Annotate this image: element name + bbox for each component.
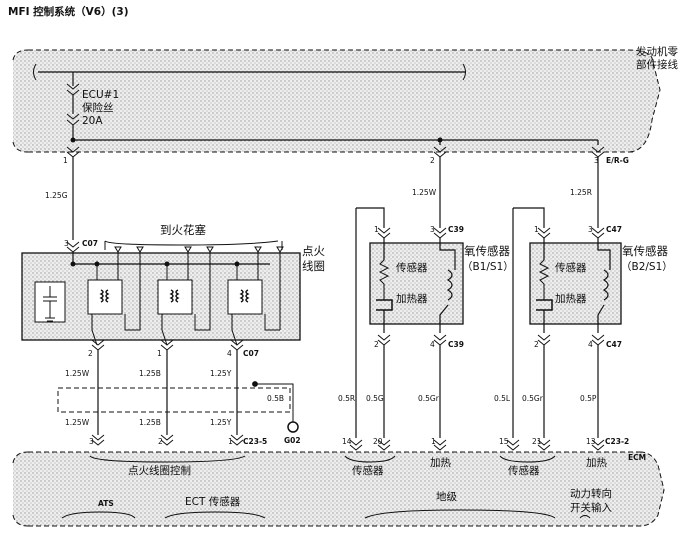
ecm-right-pin-13: 13 [586,437,596,446]
fuse-label-line3: 20A [82,115,103,127]
o2-b1-heater-label: 加热器 [396,293,428,305]
ecm-left-pin-2: 2 [158,437,163,446]
top-bus-lines [70,137,599,145]
o2-b2-sensor-label: 传感器 [555,262,587,274]
o2-b1-pin-top-3: 3 [430,225,435,234]
wire-label-1-25r: 1.25R [570,188,592,197]
ecm-heat2-label: 加热 [586,457,607,469]
wire-ecm-0-5gr-1: 0.5Gr [418,394,439,403]
ecm-power-steering-line1: 动力转向 [570,488,612,500]
o2-b2-conn-top: C47 [606,225,622,234]
wire-label-1-25w-top: 1.25W [412,188,437,197]
page-title: MFI 控制系统（V6）(3) [8,6,129,18]
ecm-sensor1-label: 传感器 [352,465,384,477]
ecm-left-conn: C23-5 [243,437,268,446]
wire-mid-1-25w: 1.25W [65,369,90,378]
o2-b2-title-line1: 氧传感器 [622,244,668,258]
pin-top-3: 3 [594,156,599,165]
ecm-left-pin-3: 3 [89,437,94,446]
pin-top-1: 1 [63,156,68,165]
ignition-coil-box [21,240,301,346]
o2-b2-title-line2: （B2/S1） [621,261,673,273]
ignition-output-wires [57,339,299,446]
wire-ecm-0-5p: 0.5P [580,394,597,403]
o2-b1-pin-bottom-4: 4 [430,340,435,349]
pin-top-3-extra: E/R-G [606,156,629,165]
ignition-pin-bottom-4: 4 [227,349,232,358]
wire-low-1-25b: 1.25B [139,418,161,427]
engine-box-label-line2: 部件接线 [636,59,678,71]
o2-b1-title-line2: （B1/S1） [462,261,514,273]
wire-mid-1-25b: 1.25B [139,369,161,378]
ignition-conn-top: C07 [82,239,98,248]
pin-top-2: 2 [430,156,435,165]
ignition-pin-bottom-2: 2 [88,349,93,358]
ecm-right-pin-21: 21 [532,437,542,446]
o2-sensor-b2-box [529,227,622,346]
o2-b2-lower-wires [543,345,599,438]
o2-b1-sensor-label: 传感器 [396,262,428,274]
wire-ground-0-5b: 0.5B [267,394,285,403]
ecm-ats-label: ATS [98,499,114,508]
supply-wires [72,157,599,240]
to-spark-plug-label: 到火花塞 [160,223,206,237]
o2-b2-pin-bottom-2: 2 [534,340,539,349]
ecm-right-conn: C23-2 [605,437,630,446]
wire-low-1-25y: 1.25Y [210,418,232,427]
o2-b1-lower-wires [383,345,441,438]
o2-b1-conn-bottom: C39 [448,340,464,349]
fuse-label-line1: ECU#1 [82,89,120,101]
ecm-ect-label: ECT 传感器 [185,496,241,508]
wire-ecm-0-5g: 0.5G [366,394,384,403]
ecm-sensor2-label: 传感器 [508,465,540,477]
ignition-pin-bottom-1: 1 [157,349,162,358]
wire-mid-1-25y: 1.25Y [210,369,232,378]
ground-g02-label: G02 [284,436,301,445]
ignition-coil-label-line1: 点火 [302,244,325,258]
ecm-label: ECM [628,453,647,462]
fuse-label-line2: 保险丝 [82,102,114,114]
wire-ecm-0-5r: 0.5R [338,394,356,403]
engine-component-box [12,49,661,153]
ignition-conn-top-pin: 3 [64,239,69,248]
o2-b1-conn-top: C39 [448,225,464,234]
o2-b1-title-line1: 氧传感器 [464,244,510,258]
ecm-right-pin-20: 20 [373,437,383,446]
o2-b2-signal-loop [513,207,545,228]
ecm-ignition-control-label: 点火线圈控制 [128,465,191,477]
o2-b1-pin-top-1: 1 [374,225,379,234]
o2-b2-pin-top-1: 1 [534,225,539,234]
ecm-right-pin-1: 1 [431,437,436,446]
ecm-box [12,439,665,527]
wire-label-1-25g: 1.25G [45,191,68,200]
o2-b2-heater-label: 加热器 [555,293,587,305]
ecm-right-pin-15: 15 [499,437,509,446]
engine-box-label-line1: 发动机零 [636,46,678,58]
o2-b1-signal-loop [356,207,385,228]
ecm-left-pin-1: 1 [228,437,233,446]
ecm-heat1-label: 加热 [430,457,451,469]
ecm-ground-label: 地级 [436,491,457,503]
ignition-conn-bottom: C07 [243,349,259,358]
o2-b2-pin-top-3: 3 [588,225,593,234]
wire-ecm-0-5gr-2: 0.5Gr [522,394,543,403]
o2-b1-pin-bottom-2: 2 [374,340,379,349]
wire-low-1-25w: 1.25W [65,418,90,427]
o2-b2-conn-bottom: C47 [606,340,622,349]
o2-sensor-b1-box [369,227,464,346]
wire-ecm-0-5l: 0.5L [494,394,511,403]
ignition-coil-label-line2: 线圈 [302,259,325,273]
ecm-right-pin-14: 14 [342,437,352,446]
ecm-power-steering-line2: 开关输入 [570,502,612,514]
o2-b2-pin-bottom-4: 4 [588,340,593,349]
